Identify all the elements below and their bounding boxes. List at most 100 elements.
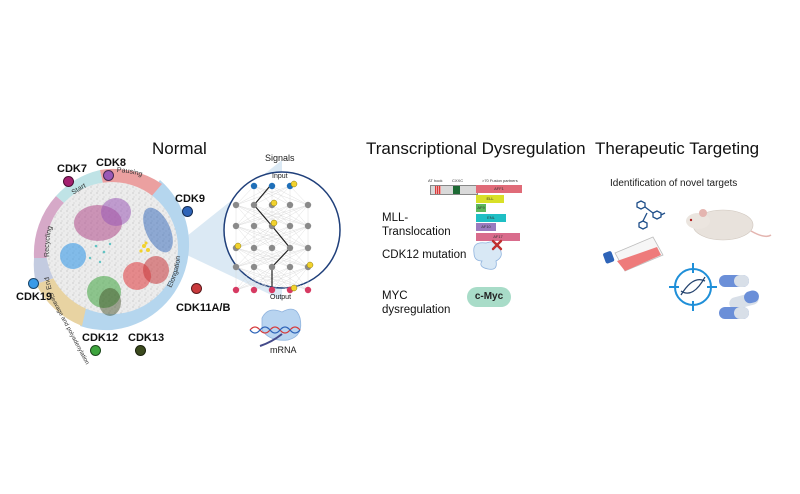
cdk7-dot [63,176,74,187]
phase-label-pausing: Pausing [117,167,144,178]
fusion-partner-aff1: AFF1 [476,185,522,193]
output-node [250,286,258,294]
cxxc-label: CXXC [452,178,464,183]
cdk19-dot [28,278,39,289]
network-edge [235,225,291,249]
network-edge [235,247,291,268]
output-label: Output [270,294,292,301]
c-myc-badge: c-Myc [467,287,511,307]
hidden-node [304,201,312,209]
network-edge [235,204,273,227]
myc-label-line1: MYC [382,290,408,302]
yellow-speckles [139,241,150,253]
cdk13-dot [135,345,146,356]
mouse-icon [686,209,772,241]
output-node [232,286,240,294]
at-hook-label: AT hook [428,178,443,183]
mrna-label: mRNA [270,345,297,355]
phase-start [56,170,104,208]
hidden-node [268,244,276,252]
dna-target-icon [669,263,717,311]
mll-label-line2: Translocation [382,226,451,238]
fusion-partner-af17: AF17 [476,232,520,241]
network-edge [235,266,291,291]
network-circle [223,171,341,289]
network-edge [289,185,309,206]
mll-label-line1: MLL- [382,212,409,224]
mll-protein-bar [430,185,478,195]
cdk11-label: CDK11A/B [176,302,231,314]
input-node [268,182,276,190]
hidden-node [304,244,312,252]
fusion-partner-enl: ENL [476,213,506,222]
network-nodes [232,180,314,294]
network-edge [235,247,255,268]
pills-icon [719,275,759,319]
network-edge [271,266,309,291]
signal-marker [306,261,314,269]
signal-marker [290,180,298,188]
cdk9-dot [182,206,193,217]
signal-marker [270,199,278,207]
condensate-cdk11-b [143,256,169,284]
signal-marker [290,284,298,292]
condensate-cdk19 [60,243,86,269]
cell-culture-flask-icon [603,236,664,272]
network-edge [235,247,309,268]
fusion-partner-af10: AF10 [476,223,496,231]
cdk7-label: CDK7 [57,163,87,175]
network-edge [253,185,291,206]
cdk8-dot [103,170,114,181]
novel-targets-subtitle: Identification of novel targets [610,178,738,189]
cdk12-dot [90,345,101,356]
network-edge [235,247,273,268]
hidden-node [286,244,294,252]
cdk12-label: CDK12 [82,332,119,344]
fusion-partners-label: >70 Fusion partners [482,178,518,183]
condensate-cdk12 [87,276,121,308]
network-edge [289,247,309,268]
rna-polymerase-icon [249,308,302,347]
input-node [250,182,258,190]
network-edge [289,225,309,249]
condensate-cdk13 [99,288,121,316]
mll-label: MLL- Translocation [382,211,451,239]
phase-label-end: End [44,276,54,290]
small-molecule-icon [636,200,666,230]
cdk13-label: CDK13 [128,332,165,344]
condensate-cdk8 [101,198,131,226]
network-edge [253,204,309,227]
network-edge [289,204,309,227]
hidden-node [250,263,258,271]
hidden-node [286,263,294,271]
cdk19-label: CDK19 [16,291,53,303]
teal-speckles [88,242,112,264]
fusion-partner-af9: AF9 [476,204,486,212]
hidden-node [232,222,240,230]
network-edge [235,266,273,291]
network-edge [271,225,309,249]
phase-cleavage [36,278,86,326]
myc-label-line2: dysregulation [382,304,451,316]
hidden-node [250,244,258,252]
output-node [304,286,312,294]
mutated-cdk12-icon [473,239,503,270]
condensate-cdk9 [143,207,173,253]
hidden-node [286,222,294,230]
hidden-node [232,263,240,271]
network-edge [235,185,255,206]
hidden-node [286,201,294,209]
network-edge [235,204,255,227]
hidden-node [268,263,276,271]
network-edge [235,204,309,227]
therapeutic-illustration [603,200,772,319]
signal-marker [270,219,278,227]
network-edge [271,247,309,268]
normal-title: Normal [152,139,207,158]
network-edge [235,185,273,206]
at-hook-domain [435,186,441,194]
cxxc-domain [453,186,460,194]
network-edge [235,225,309,249]
dysregulation-title: Transcriptional Dysregulation [366,139,586,158]
